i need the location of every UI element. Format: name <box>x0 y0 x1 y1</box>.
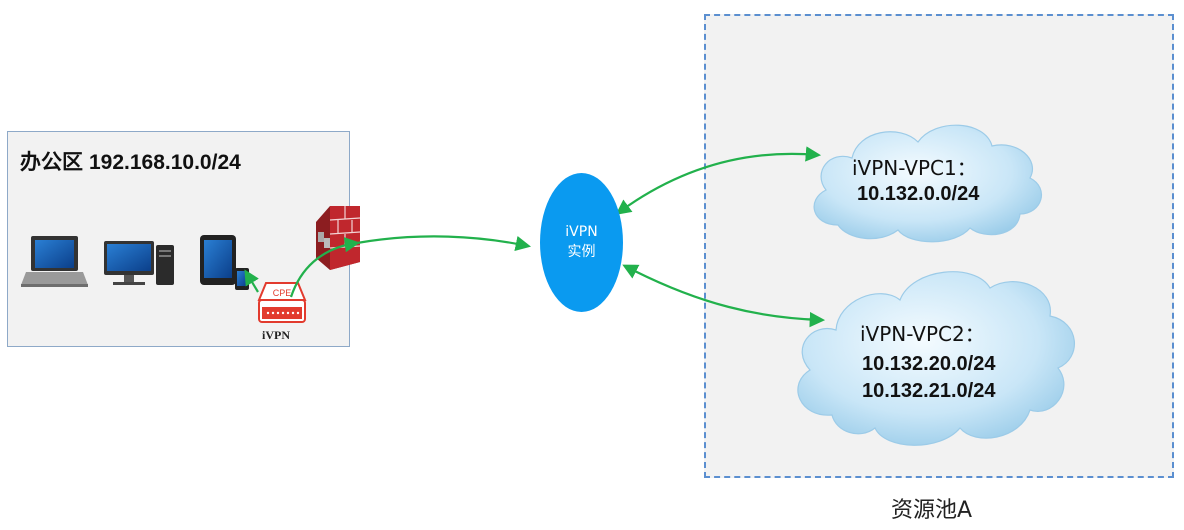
firewall-icon <box>316 206 361 270</box>
ivpn-instance-label: iVPN 实例 <box>540 222 623 262</box>
network-links <box>244 146 826 328</box>
laptop-icon <box>21 236 88 287</box>
vpc1-name: iVPN-VPC1： <box>852 156 977 180</box>
instance-line2: 实例 <box>567 244 596 260</box>
tablet-icon <box>200 235 236 285</box>
vpc2-subnet-2: 10.132.21.0/24 <box>862 380 996 402</box>
instance-vpc2-link <box>622 264 826 328</box>
office-title: 办公区 192.168.10.0/24 <box>20 146 241 176</box>
vpc2-subnet-1: 10.132.20.0/24 <box>862 353 996 375</box>
instance-vpc1-link <box>615 146 822 215</box>
vpc1-subnet: 10.132.0.0/24 <box>857 183 980 205</box>
office-instance-link <box>356 235 532 252</box>
cpe-router-icon: CPE <box>257 282 307 323</box>
instance-line1: iVPN <box>565 224 598 240</box>
vpc2-label: iVPN-VPC2： 10.132.20.0/24 10.132.21.0/24 <box>860 318 995 405</box>
cpe-text: CPE <box>273 288 292 298</box>
office-subnet: 192.168.10.0/24 <box>89 151 241 174</box>
cpe-firewall-link <box>289 237 361 298</box>
cloud-icon <box>813 124 1042 243</box>
cpe-ivpn-label: iVPN <box>262 328 290 342</box>
desktop-icon <box>104 241 174 285</box>
resource-pool-label: 资源池A <box>891 498 973 523</box>
cloud-icon <box>797 271 1075 446</box>
phone-icon <box>235 268 249 290</box>
vpc1-label: iVPN-VPC1： 10.132.0.0/24 <box>852 152 979 208</box>
office-name: 办公区 <box>20 150 83 174</box>
device-link <box>244 269 259 293</box>
ivpn-instance <box>540 173 623 312</box>
vpc2-name: iVPN-VPC2： <box>860 322 985 346</box>
